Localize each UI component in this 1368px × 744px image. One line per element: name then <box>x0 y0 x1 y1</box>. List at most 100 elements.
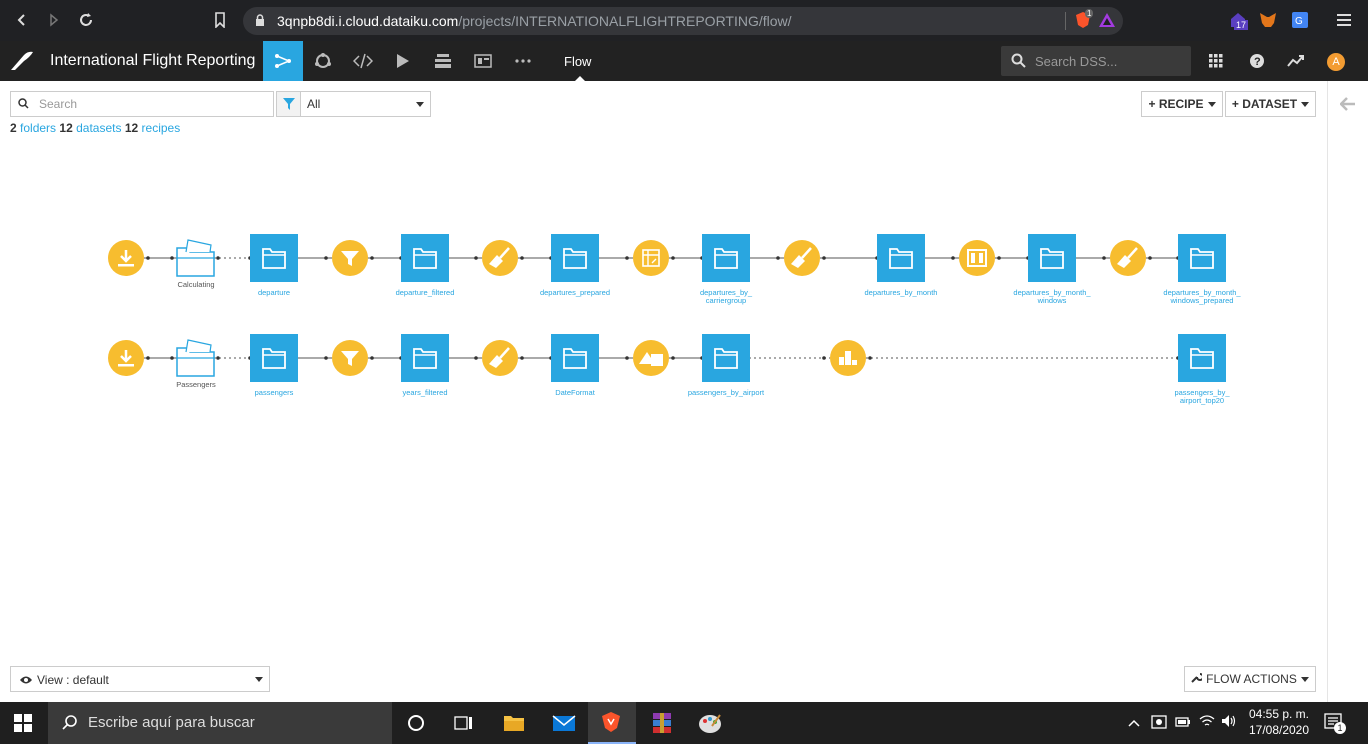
recipe-node[interactable] <box>633 240 669 276</box>
dataset-node[interactable] <box>1178 334 1226 382</box>
jobs-icon[interactable] <box>383 41 423 81</box>
dataset-node[interactable] <box>551 334 599 382</box>
dataset-node[interactable] <box>250 334 298 382</box>
flow-node-dataset[interactable]: years_filtered <box>401 334 449 397</box>
file-explorer-icon[interactable] <box>501 710 527 736</box>
recipes-link[interactable]: recipes <box>141 121 181 135</box>
flow-node-dataset[interactable]: departures_by_carriergroup <box>700 234 753 305</box>
mail-icon[interactable] <box>551 710 577 736</box>
flow-actions-button[interactable]: FLOW ACTIONS <box>1184 666 1316 692</box>
chevron-up-icon[interactable] <box>1128 716 1140 730</box>
flow-icon[interactable] <box>263 41 303 81</box>
flow-node-dataset[interactable]: departure_filtered <box>396 234 455 297</box>
flow-node-folder[interactable]: Passengers <box>176 339 216 389</box>
flow-node-recipe[interactable] <box>1110 240 1146 276</box>
code-icon[interactable] <box>343 41 383 81</box>
extension-badge: 17 <box>1234 20 1249 30</box>
flow-node-recipe[interactable] <box>830 340 866 376</box>
translate-icon[interactable]: G <box>1290 10 1310 30</box>
dataset-node[interactable] <box>1028 234 1076 282</box>
tray-app-icon[interactable] <box>1151 714 1167 733</box>
flow-node-recipe[interactable] <box>482 240 518 276</box>
flow-node-dataset[interactable]: departures_by_month_windows_prepared <box>1163 234 1241 305</box>
wiki-icon[interactable] <box>463 41 503 81</box>
taskbar-search-input[interactable]: Escribe aquí para buscar <box>48 702 392 744</box>
dashboard-icon[interactable] <box>423 41 463 81</box>
managed-folder-icon[interactable] <box>176 339 215 377</box>
flow-node-dataset[interactable]: DateFormat <box>551 334 599 397</box>
flow-node-recipe[interactable] <box>633 340 669 376</box>
dataset-node[interactable] <box>702 234 750 282</box>
avatar[interactable]: A <box>1327 53 1345 71</box>
wifi-icon[interactable] <box>1199 714 1215 731</box>
dataset-node[interactable] <box>702 334 750 382</box>
windows-start-icon[interactable] <box>14 714 32 735</box>
flow-node-recipe[interactable] <box>332 340 368 376</box>
apps-grid-icon[interactable] <box>1209 54 1223 71</box>
bookmark-icon[interactable] <box>210 10 230 30</box>
flow-node-dataset[interactable]: departures_prepared <box>540 234 610 297</box>
notification-icon[interactable]: 1 <box>1324 713 1346 734</box>
flow-search-input[interactable]: Search <box>10 91 274 117</box>
flow-node-recipe[interactable] <box>332 240 368 276</box>
address-bar[interactable]: 3qnpb8di.i.cloud.dataiku.com/projects/IN… <box>243 7 1123 35</box>
flow-node-dataset[interactable]: passengers_by_airport <box>688 334 765 397</box>
view-select[interactable]: View : default <box>10 666 270 692</box>
brave-shield-icon[interactable]: 1 <box>1075 9 1094 32</box>
flow-node-dataset[interactable]: passengers <box>250 334 298 397</box>
brave-taskbar-button[interactable] <box>588 702 636 744</box>
flow-node-dataset[interactable]: passengers_by_airport_top20 <box>1174 334 1230 405</box>
dataset-node[interactable] <box>401 334 449 382</box>
flow-canvas[interactable]: Calculating departure departure_filtered de… <box>0 81 1327 702</box>
paint-icon[interactable] <box>697 710 723 736</box>
flow-node-dataset[interactable]: departures_by_month <box>865 234 938 297</box>
metamask-icon[interactable] <box>1258 10 1278 30</box>
flow-node-dataset[interactable]: departures_by_month_windows <box>1013 234 1091 305</box>
volume-icon[interactable] <box>1221 714 1237 731</box>
dss-search-input[interactable]: Search DSS... <box>1001 46 1191 76</box>
dataset-node[interactable] <box>401 234 449 282</box>
extension-purple-icon[interactable]: 17 <box>1228 10 1249 30</box>
flow-node-recipe[interactable] <box>482 340 518 376</box>
help-icon[interactable]: ? <box>1249 53 1265 72</box>
dataiku-logo-icon[interactable] <box>10 51 34 74</box>
forward-icon[interactable] <box>44 10 64 30</box>
edge-port <box>822 256 826 260</box>
flow-node-recipe[interactable] <box>108 240 144 276</box>
brave-rewards-icon[interactable] <box>1099 13 1115 30</box>
recipe-node[interactable] <box>959 240 995 276</box>
back-icon[interactable] <box>12 10 32 30</box>
datasets-link[interactable]: datasets <box>76 121 122 135</box>
edge-port <box>474 256 478 260</box>
winrar-icon[interactable] <box>649 710 675 736</box>
lab-icon[interactable] <box>303 41 343 81</box>
flow-filter-select[interactable]: All <box>276 91 431 117</box>
arrow-left-icon[interactable] <box>1339 97 1356 114</box>
folders-link[interactable]: folders <box>20 121 57 135</box>
flow-node-recipe[interactable] <box>633 240 669 276</box>
reload-icon[interactable] <box>76 10 96 30</box>
flow-node-recipe[interactable] <box>784 240 820 276</box>
add-recipe-button[interactable]: + RECIPE <box>1141 91 1223 117</box>
flow-node-folder[interactable]: Calculating <box>176 239 215 289</box>
task-view-icon[interactable] <box>451 710 477 736</box>
dataset-node[interactable] <box>1178 234 1226 282</box>
activity-icon[interactable] <box>1287 54 1305 71</box>
dataset-node[interactable] <box>250 234 298 282</box>
flow-node-recipe[interactable] <box>959 240 995 276</box>
menu-icon[interactable] <box>1334 10 1354 30</box>
battery-icon[interactable] <box>1175 716 1191 730</box>
project-title[interactable]: International Flight Reporting <box>50 52 256 69</box>
cortana-icon[interactable] <box>403 710 429 736</box>
chevron-down-icon <box>1301 101 1310 107</box>
flow-node-recipe[interactable] <box>108 340 144 376</box>
dataset-node[interactable] <box>877 234 925 282</box>
add-dataset-button[interactable]: + DATASET <box>1225 91 1316 117</box>
more-icon[interactable] <box>503 41 543 81</box>
managed-folder-icon[interactable] <box>176 239 215 277</box>
dataset-node[interactable] <box>551 234 599 282</box>
flow-node-dataset[interactable]: departure <box>250 234 298 297</box>
taskbar-clock[interactable]: 04:55 p. m. 17/08/2020 <box>1244 706 1314 738</box>
folder-icon <box>563 348 587 369</box>
dss-navbar: International Flight Reporting Flow Sear… <box>0 41 1368 81</box>
